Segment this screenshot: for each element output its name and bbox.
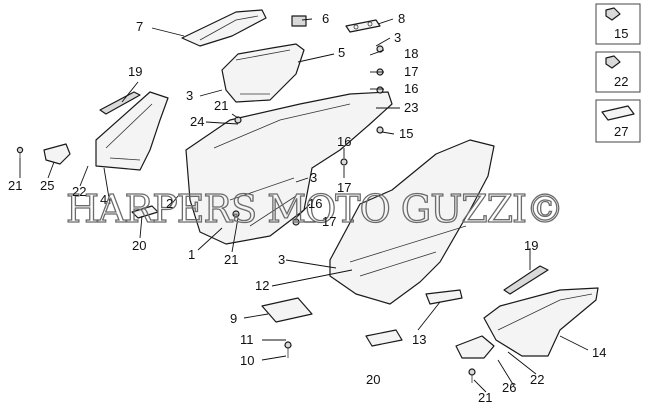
legend-box-15: 15: [595, 3, 641, 45]
callout-16-mid: 16: [337, 134, 351, 149]
part-19-strip-right: [503, 265, 549, 295]
legend-box-27: 27: [595, 99, 641, 143]
legend-label-22: 22: [614, 74, 628, 89]
callout-1: 1: [188, 247, 195, 262]
callout-4: 4: [100, 192, 107, 207]
part-20-pad-left: [131, 205, 159, 219]
callout-24: 24: [190, 114, 204, 129]
callout-6: 6: [322, 11, 329, 26]
callout-11: 11: [240, 332, 254, 347]
callout-21-bottom: 21: [478, 390, 492, 405]
part-12-lower-shroud: [329, 139, 495, 305]
callout-8: 8: [398, 11, 405, 26]
callout-19-left: 19: [128, 64, 142, 79]
callout-19-right: 19: [524, 238, 538, 253]
part-7-upper-trim: [181, 9, 267, 47]
callout-16-top: 16: [404, 81, 418, 96]
callout-21-left: 21: [8, 178, 22, 193]
callout-13: 13: [412, 332, 426, 347]
legend-box-22: 22: [595, 51, 641, 93]
callout-18: 18: [404, 46, 418, 61]
part-13-panel: [425, 289, 463, 305]
pad-icon: [601, 105, 635, 121]
callout-20-left: 20: [132, 238, 146, 253]
watermark: HARPERS MOTO GUZZI©: [66, 187, 563, 231]
callout-5: 5: [338, 45, 345, 60]
callout-3-mid: 3: [310, 170, 317, 185]
callout-26: 26: [502, 380, 516, 395]
part-5-rear-cover: [221, 43, 305, 103]
screw-group: [16, 45, 476, 383]
clip-nut-icon-2: [605, 55, 621, 69]
callout-22-left: 22: [72, 184, 86, 199]
callout-22-right: 22: [530, 372, 544, 387]
callout-3-low: 3: [278, 252, 285, 267]
callout-20-bottom: 20: [366, 372, 380, 387]
part-4-side-panel-left: [95, 91, 169, 171]
callout-labels: 7 6 8 5 3 18 17 16 23 15 19 3 21 24 16 1…: [8, 11, 606, 405]
callout-17-low: 17: [322, 214, 336, 229]
clip-nut-icon: [605, 7, 621, 21]
callout-21-top: 21: [214, 98, 228, 113]
callout-10: 10: [240, 353, 254, 368]
callout-15: 15: [399, 126, 413, 141]
callout-3-top: 3: [394, 30, 401, 45]
leader-lines: [19, 18, 589, 393]
part-20-pad-bottom: [365, 329, 403, 347]
callout-21-mid: 21: [224, 252, 238, 267]
part-8-bracket: [345, 19, 381, 33]
part-25-cap: [43, 143, 71, 165]
callout-7: 7: [136, 19, 143, 34]
callout-17-mid: 17: [337, 180, 351, 195]
part-26-cap: [455, 335, 495, 359]
legend-label-15: 15: [614, 26, 628, 41]
part-main-body: [185, 91, 393, 245]
part-6-clip: [291, 15, 307, 27]
callout-16-low: 16: [308, 196, 322, 211]
callout-12: 12: [255, 278, 269, 293]
callout-2: 2: [166, 196, 173, 211]
part-14-side-panel-right: [483, 287, 599, 357]
callout-14: 14: [592, 345, 606, 360]
callout-3-left: 3: [186, 88, 193, 103]
callout-9: 9: [230, 311, 237, 326]
callout-25: 25: [40, 178, 54, 193]
legend-label-27: 27: [614, 124, 628, 139]
callout-23: 23: [404, 100, 418, 115]
callout-17-top: 17: [404, 64, 418, 79]
part-19-strip-left: [99, 91, 141, 115]
part-9-plate: [261, 297, 313, 323]
